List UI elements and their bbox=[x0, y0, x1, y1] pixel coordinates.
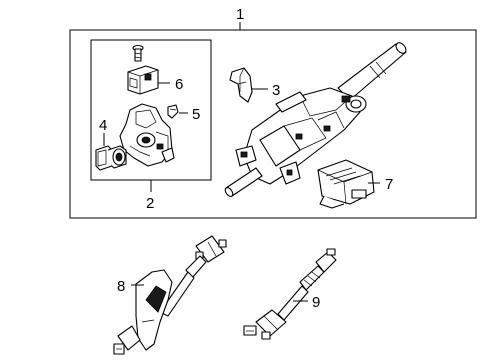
callout-5: 5 bbox=[192, 106, 200, 123]
intermediate-shaft-part-8 bbox=[113, 235, 227, 355]
callout-7: 7 bbox=[385, 176, 393, 193]
callout-8: 8 bbox=[117, 278, 125, 295]
lock-sensor-part-6 bbox=[127, 65, 159, 95]
callout-6: 6 bbox=[175, 76, 183, 93]
lock-housing-part bbox=[119, 103, 175, 167]
bolt-part bbox=[132, 44, 144, 62]
steering-column-main-part bbox=[224, 42, 407, 197]
callout-3: 3 bbox=[272, 82, 280, 99]
bracket-cover-part-3 bbox=[229, 67, 253, 103]
lower-shaft-part-9 bbox=[243, 248, 337, 340]
motor-unit-part-7 bbox=[317, 159, 375, 209]
callout-4: 4 bbox=[99, 117, 107, 134]
key-cylinder-part-4 bbox=[95, 145, 127, 171]
clip-part-5 bbox=[167, 104, 179, 119]
callout-1: 1 bbox=[236, 6, 244, 23]
assembly-frame bbox=[69, 29, 477, 219]
callout-9: 9 bbox=[312, 294, 320, 311]
callout-2: 2 bbox=[146, 195, 154, 212]
